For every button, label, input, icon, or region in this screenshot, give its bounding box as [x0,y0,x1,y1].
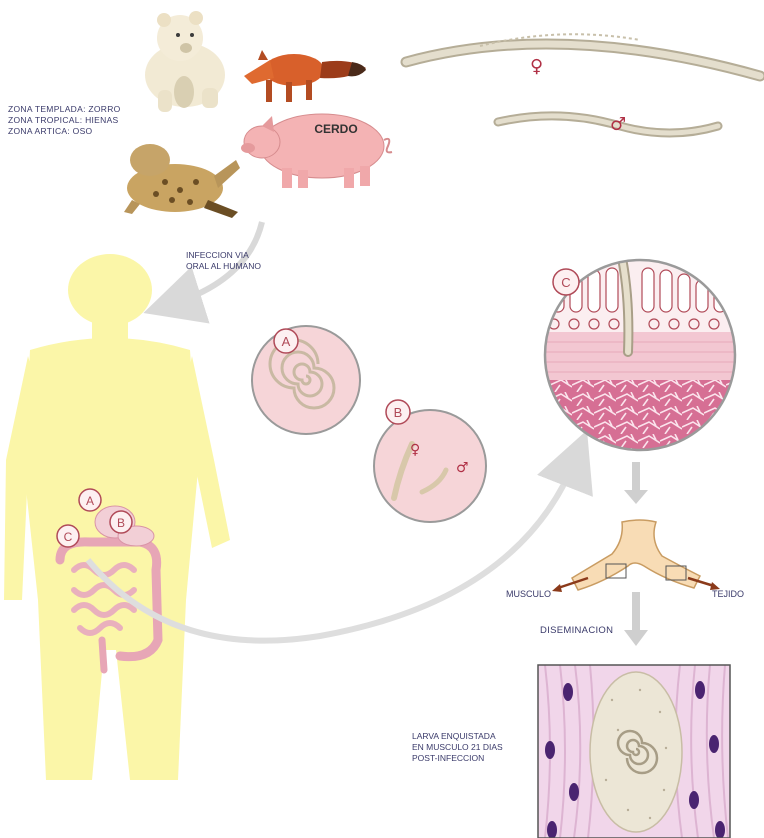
stage-b-circle: ♀ ♂ B [374,400,486,522]
tissue-label: TEJIDO [712,589,744,599]
muscle-label: MUSCULO [506,589,551,599]
body-marker-a: A [79,489,101,511]
encysted-line-2: EN MUSCULO 21 DIAS [412,742,503,753]
stage-b-label: B [394,405,403,420]
host-zones-list: ZONA TEMPLADA: ZORRO ZONA TROPICAL: HIEN… [8,104,121,137]
svg-text:A: A [86,494,94,508]
fox-illustration [244,50,366,102]
zone-arctic: ZONA ARTICA: OSO [8,126,121,137]
pig-label: CERDO [314,122,357,136]
polar-bear-illustration [145,11,225,112]
body-marker-c: C [57,525,79,547]
stage-c-label: C [561,275,570,290]
body-marker-b: B [110,511,132,533]
down-arrow-1 [624,462,648,504]
svg-text:B: B [117,516,125,530]
zone-temperate: ZONA TEMPLADA: ZORRO [8,104,121,115]
male-adult-worm [498,116,718,133]
infection-caption: INFECCION VIA ORAL AL HUMANO [186,250,261,272]
encysted-caption: LARVA ENQUISTADA EN MUSCULO 21 DIAS POST… [412,731,503,764]
zone-tropical: ZONA TROPICAL: HIENAS [8,115,121,126]
encysted-line-1: LARVA ENQUISTADA [412,731,503,742]
stage-a-circle: A [252,326,360,434]
infection-line-2: ORAL AL HUMANO [186,261,261,272]
stage-a-label: A [282,334,291,349]
dissemination-label: DISEMINACION [540,625,613,636]
female-symbol: ♀ [530,56,543,77]
migrating-larva [552,520,720,592]
hyena-illustration [124,144,240,218]
stage-c-circle: C [540,255,740,460]
male-symbol: ♂ [610,114,626,135]
stage-b-female-symbol: ♀ [410,442,420,458]
svg-text:C: C [64,530,73,544]
stage-b-male-symbol: ♂ [456,460,469,476]
infection-line-1: INFECCION VIA [186,250,261,261]
down-arrow-2 [624,592,648,646]
encysted-larva-panel [538,665,730,838]
encysted-line-3: POST-INFECCION [412,753,503,764]
female-adult-worm [406,34,760,76]
